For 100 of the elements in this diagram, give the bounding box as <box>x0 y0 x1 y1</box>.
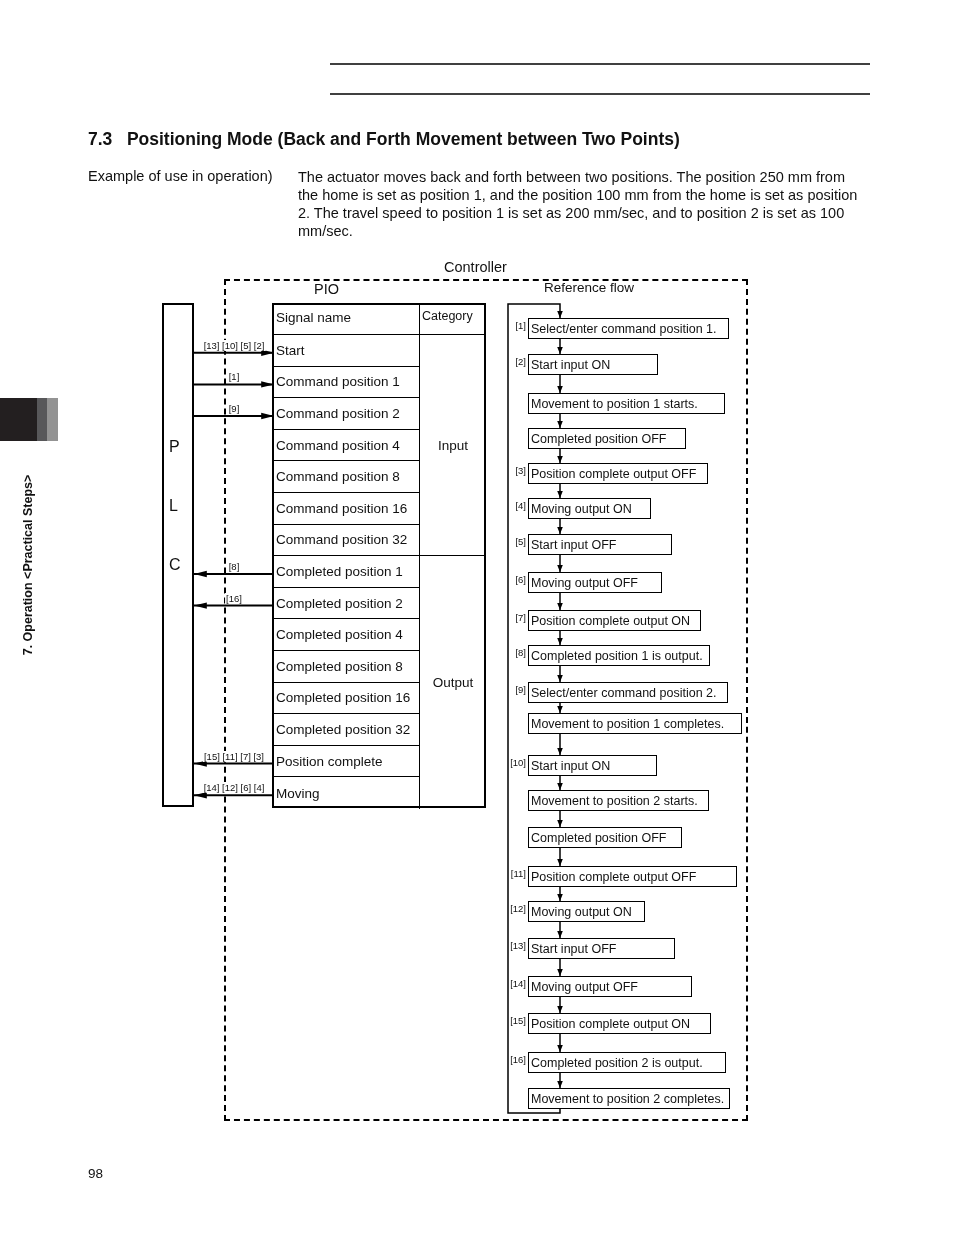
step-number: [9] <box>515 684 526 695</box>
block-letter: C <box>169 556 181 574</box>
table-row: Command position 4 <box>274 429 420 462</box>
table-row: Command position 8 <box>274 461 420 493</box>
arrow <box>557 413 563 429</box>
page-number: 98 <box>88 1166 104 1181</box>
arrow <box>193 792 275 799</box>
process-box: Movement to position 2 starts. <box>528 790 709 811</box>
table-row: Command position 32 <box>274 524 420 557</box>
step-number: [16] <box>510 1054 526 1065</box>
table-row: Command position 2 <box>274 398 420 430</box>
arrow <box>193 760 275 767</box>
step-number: [7] <box>515 612 526 623</box>
arrow <box>557 996 563 1014</box>
step-number: [3] <box>515 465 526 476</box>
flow-heading: Reference flow <box>544 280 635 295</box>
process-box: Movement to position 1 completes. <box>528 713 742 734</box>
arrow <box>557 702 563 714</box>
edge-label: [9] <box>227 403 241 414</box>
process-box: Completed position 1 is output. <box>528 645 710 666</box>
step-number: [4] <box>515 500 526 511</box>
process-box: Completed position OFF <box>528 827 682 848</box>
table-row: Completed position 32 <box>274 714 420 746</box>
column-header: Category <box>420 305 486 335</box>
arrow <box>557 810 563 828</box>
arrow <box>557 665 563 683</box>
process-box: Movement to position 2 completes. <box>528 1088 730 1109</box>
table-row: Completed position 4 <box>274 619 420 651</box>
process-box: Moving output ON <box>528 901 645 922</box>
block-letter: P <box>169 438 180 456</box>
edge-label: [8] <box>227 561 241 572</box>
process-box: Position complete output ON <box>528 610 701 631</box>
arrow <box>557 733 563 756</box>
process-box: Select/enter command position 1. <box>528 318 729 339</box>
step-number: [10] <box>510 757 526 768</box>
table-row: Completed position 16 <box>274 682 420 715</box>
device-block <box>162 303 194 807</box>
arrow <box>557 886 563 902</box>
edge-label: [1] <box>227 371 241 383</box>
edge-label: [14] [12] [6] [4] <box>202 782 266 794</box>
step-number: [6] <box>515 574 526 585</box>
process-box: Start input OFF <box>528 534 672 555</box>
arrow <box>557 374 563 394</box>
block-letter: L <box>169 497 178 515</box>
arrow <box>557 483 563 499</box>
table-row: Start <box>274 335 420 367</box>
chapter-tab-text: 7. Operation <Practical Steps> <box>21 474 35 656</box>
process-box: Position complete output OFF <box>528 463 708 484</box>
step-number: [13] <box>510 940 526 951</box>
process-box: Moving output ON <box>528 498 651 519</box>
step-number: [11] <box>510 868 526 879</box>
process-box: Select/enter command position 2. <box>528 682 728 703</box>
arrow <box>507 303 563 1114</box>
arrow <box>193 381 275 388</box>
process-box: Moving output OFF <box>528 572 662 593</box>
arrow <box>557 592 563 611</box>
process-box: Position complete output OFF <box>528 866 737 887</box>
arrow <box>193 412 275 420</box>
process-box: Completed position OFF <box>528 428 686 449</box>
intro-label: Example of use in operation) <box>88 168 273 184</box>
step-number: [2] <box>515 356 526 367</box>
process-box: Movement to position 1 starts. <box>528 393 725 414</box>
table-row: Completed position 8 <box>274 651 420 683</box>
process-box: Start input ON <box>528 755 657 776</box>
table-row: Completed position 1 <box>274 556 420 588</box>
edge-label: [15] [11] [7] [3] <box>203 750 265 762</box>
process-box: Completed position 2 is output. <box>528 1052 726 1073</box>
step-number: [8] <box>515 647 526 658</box>
arrow <box>193 349 275 356</box>
process-box: Start input OFF <box>528 938 675 959</box>
table-row: Moving <box>274 777 420 809</box>
table-row: Position complete <box>274 745 420 778</box>
step-number: [14] <box>510 978 526 989</box>
arrow <box>557 630 563 646</box>
arrow <box>557 847 563 867</box>
arrow <box>557 518 563 535</box>
step-number: [12] <box>510 903 526 914</box>
table-row: Completed position 2 <box>274 587 420 620</box>
arrow <box>557 338 563 355</box>
arrow <box>557 1033 563 1053</box>
edge-label: [13] [10] [5] [2] <box>202 339 266 351</box>
arrow <box>557 921 563 939</box>
section-heading: 7.3 Positioning Mode (Back and Forth Movement between Two Points) <box>88 129 680 150</box>
frame-heading: Controller <box>444 259 507 275</box>
step-number: [5] <box>515 536 526 547</box>
table-row: Command position 16 <box>274 493 420 525</box>
process-box: Start input ON <box>528 354 658 375</box>
description-text: The actuator moves back and forth between two positions. The position 250 mm from the home is set as position 1, and the position 100 mm from the home is set as position 2. The travel speed to position 1 is set as 200 mm/sec, and to position 2 is set as 100 mm/sec. <box>298 168 859 240</box>
step-number: [15] <box>510 1015 526 1026</box>
arrow <box>557 448 563 464</box>
edge-label: [16] <box>225 592 243 604</box>
column-header: Signal name <box>274 305 420 335</box>
table-cell: Output <box>420 556 486 809</box>
process-box: Position complete output ON <box>528 1013 711 1034</box>
arrow <box>557 958 563 977</box>
arrow <box>557 554 563 573</box>
arrow <box>557 775 563 791</box>
table-heading: PIO <box>314 281 339 297</box>
process-box: Moving output OFF <box>528 976 692 997</box>
arrow <box>193 570 275 578</box>
